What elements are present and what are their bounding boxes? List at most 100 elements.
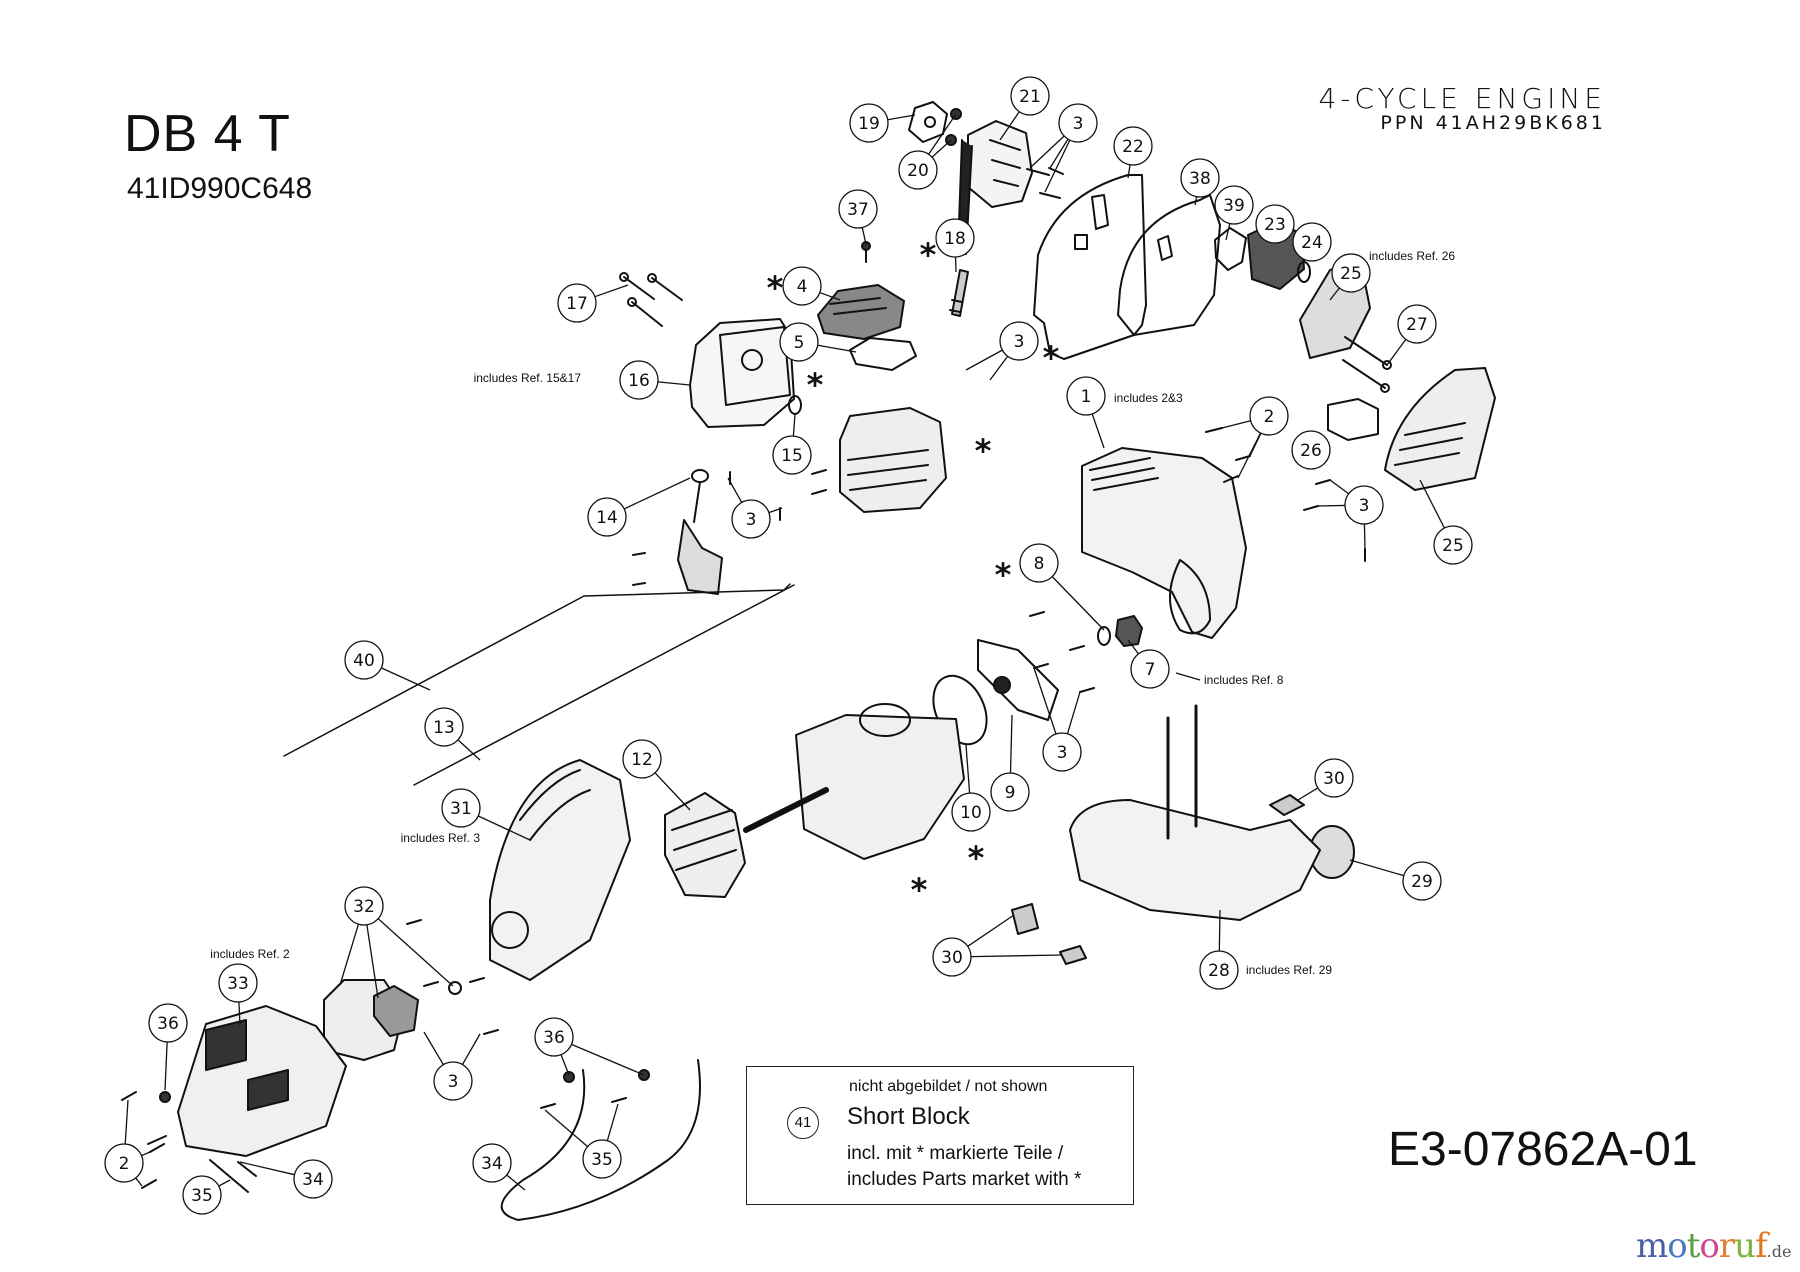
callout-number: 3 — [1014, 332, 1025, 352]
callout-ref-17[interactable]: 17 — [557, 283, 597, 323]
callout-ref-31[interactable]: 31 — [441, 788, 481, 828]
callout-leader-line — [1329, 287, 1340, 301]
callout-leader-line — [135, 1177, 143, 1187]
brand-suffix: .de — [1766, 1242, 1792, 1261]
callout-ref-3[interactable]: 3 — [731, 499, 771, 539]
callout-ref-40[interactable]: 40 — [344, 640, 384, 680]
callout-number: 32 — [353, 897, 375, 917]
callout-ref-9[interactable]: 9 — [990, 772, 1030, 812]
callout-number: 27 — [1406, 315, 1428, 335]
callout-ref-8[interactable]: 8 — [1019, 543, 1059, 583]
callout-number: 36 — [543, 1028, 565, 1048]
callout-leader-line — [1044, 139, 1071, 193]
callout-ref-38[interactable]: 38 — [1180, 158, 1220, 198]
callout-ref-24[interactable]: 24 — [1292, 222, 1332, 262]
callout-ref-1[interactable]: 1 — [1066, 376, 1106, 416]
callout-ref-3[interactable]: 3 — [433, 1061, 473, 1101]
part-throttle-cable — [283, 595, 585, 757]
callout-ref-35[interactable]: 35 — [582, 1139, 622, 1179]
callout-ref-16[interactable]: 16 — [619, 360, 659, 400]
callout-ref-32[interactable]: 32 — [344, 886, 384, 926]
callout-ref-34[interactable]: 34 — [293, 1159, 333, 1199]
callout-ref-35[interactable]: 35 — [182, 1175, 222, 1215]
callout-ref-14[interactable]: 14 — [587, 497, 627, 537]
callout-leader-line — [164, 1041, 168, 1091]
callout-ref-36[interactable]: 36 — [534, 1017, 574, 1057]
part-crankcase — [795, 714, 965, 860]
part-valve-fitting — [1115, 615, 1143, 647]
callout-circle — [344, 886, 384, 926]
callout-leader-line — [1221, 420, 1251, 429]
callout-number: 13 — [433, 718, 455, 738]
callout-ref-2[interactable]: 2 — [104, 1143, 144, 1183]
brand-letter: o — [1667, 1226, 1688, 1266]
part-spark-plug — [951, 269, 969, 317]
legend-not-shown: nicht abgebildet / not shown — [849, 1078, 1048, 1095]
callout-leader-line — [1049, 138, 1069, 169]
callout-ref-12[interactable]: 12 — [622, 739, 662, 779]
callout-ref-13[interactable]: 13 — [424, 707, 464, 747]
brand-letter: o — [1699, 1226, 1720, 1266]
callout-ref-28[interactable]: 28 — [1199, 950, 1239, 990]
callout-ref-22[interactable]: 22 — [1113, 126, 1153, 166]
callout-leader-line — [477, 815, 531, 841]
callout-leader-line — [506, 1174, 526, 1191]
callout-leader-line — [727, 477, 743, 503]
callout-leader-line — [544, 1109, 589, 1148]
callout-number: 33 — [227, 974, 249, 994]
callout-ref-25[interactable]: 25 — [1331, 253, 1371, 293]
callout-ref-3[interactable]: 3 — [1344, 485, 1384, 525]
callout-ref-21[interactable]: 21 — [1010, 76, 1050, 116]
callout-number: 22 — [1122, 137, 1144, 157]
callout-leader-line — [141, 1151, 151, 1157]
brand-letters: motoruf — [1636, 1226, 1768, 1266]
callout-ref-2[interactable]: 2 — [1249, 396, 1289, 436]
callout-ref-37[interactable]: 37 — [838, 189, 878, 229]
callout-ref-30[interactable]: 30 — [1314, 758, 1354, 798]
part-fuel-tank — [1069, 799, 1321, 921]
callout-ref-36[interactable]: 36 — [148, 1003, 188, 1043]
callout-ref-10[interactable]: 10 — [951, 792, 991, 832]
callout-circle — [1249, 396, 1289, 436]
callout-ref-33[interactable]: 33 — [218, 963, 258, 1003]
callout-ref-19[interactable]: 19 — [849, 103, 889, 143]
callout-ref-23[interactable]: 23 — [1255, 204, 1295, 244]
callout-ref-20[interactable]: 20 — [898, 150, 938, 190]
part-plug — [1011, 794, 1305, 965]
part-heat-shield — [1117, 194, 1221, 336]
callout-ref-25[interactable]: 25 — [1433, 525, 1473, 565]
part-seal-ring — [1097, 626, 1111, 646]
callout-leader-line — [238, 1001, 241, 1026]
callout-ref-3[interactable]: 3 — [1058, 103, 1098, 143]
callout-ref-3[interactable]: 3 — [999, 321, 1039, 361]
callout-number: 8 — [1034, 554, 1045, 574]
callout-ref-7[interactable]: 7 — [1130, 649, 1170, 689]
short-block-marker: * — [911, 871, 928, 909]
callout-leader-line — [931, 139, 952, 158]
brand-logo[interactable]: motoruf.de — [1636, 1226, 1791, 1266]
callout-leader-line — [1237, 432, 1262, 479]
callout-ref-27[interactable]: 27 — [1397, 304, 1437, 344]
callout-number: 20 — [907, 161, 929, 181]
callout-number: 37 — [847, 200, 869, 220]
callout-ref-34[interactable]: 34 — [472, 1143, 512, 1183]
callout-ref-18[interactable]: 18 — [935, 218, 975, 258]
callout-ref-39[interactable]: 39 — [1214, 185, 1254, 225]
callout-ref-5[interactable]: 5 — [779, 322, 819, 362]
callout-ref-26[interactable]: 26 — [1291, 430, 1331, 470]
callout-ref-4[interactable]: 4 — [782, 266, 822, 306]
callout-number: 21 — [1019, 87, 1041, 107]
callout-circle — [293, 1159, 333, 1199]
callout-leader-line — [1317, 504, 1346, 507]
callout-leader-line — [1051, 576, 1105, 631]
callout-number: 2 — [1264, 407, 1275, 427]
callout-ref-15[interactable]: 15 — [772, 435, 812, 475]
callout-circle — [1292, 222, 1332, 262]
callout-number: 3 — [1057, 743, 1068, 763]
callout-ref-3[interactable]: 3 — [1042, 732, 1082, 772]
note-ref15-17: includes Ref. 15&17 — [474, 371, 582, 385]
callout-ref-30[interactable]: 30 — [932, 937, 972, 977]
brand-letter: r — [1718, 1226, 1735, 1266]
note-ref2: includes Ref. 2 — [210, 947, 290, 961]
callout-ref-29[interactable]: 29 — [1402, 861, 1442, 901]
